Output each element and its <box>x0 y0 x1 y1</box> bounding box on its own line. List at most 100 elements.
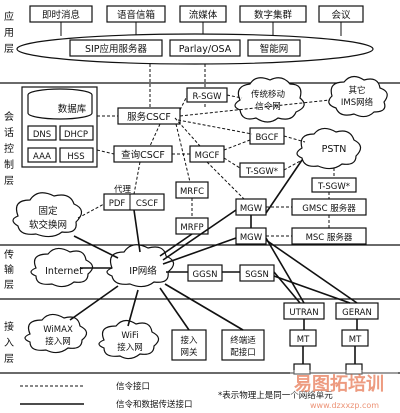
app-row: 即时消息 语音信箱 流媒体 数字集群 会议 <box>29 5 364 23</box>
fixed-softswitch-label-2: 软交换网 <box>29 219 67 231</box>
ip-network-label: IP网络 <box>129 265 157 277</box>
svg-text:控: 控 <box>4 142 14 155</box>
wifi-label-1: WiFi <box>121 331 138 341</box>
layer-label-access: 接 入 层 <box>4 320 14 365</box>
svg-text:话: 话 <box>4 127 14 139</box>
layer-label-session: 会 话 控 制 层 <box>4 110 14 187</box>
fixed-softswitch-cloud <box>12 192 83 238</box>
sip-app-server-box <box>69 39 163 57</box>
svg-text:DNS: DNS <box>33 130 51 140</box>
svg-text:接: 接 <box>4 320 14 333</box>
fixed-softswitch-label-1: 固定 <box>38 205 58 217</box>
mt-label-1: MT <box>297 335 310 345</box>
proxy-label: 代理 <box>114 184 132 195</box>
svg-text:传: 传 <box>4 249 14 261</box>
signaling-links <box>77 94 335 237</box>
internet-label: Internet <box>45 266 83 277</box>
pstn-label: PSTN <box>322 144 347 155</box>
watermark-logo: 易图拓培训 www.dzxxzp.com <box>290 370 398 410</box>
watermark-url: www.dzxxzp.com <box>310 401 379 410</box>
terminal-adapter-label-2: 配接口 <box>230 347 256 358</box>
svg-text:DHCP: DHCP <box>64 130 88 140</box>
layer-label-application: 应 用 层 <box>4 10 14 55</box>
mgcf-label: MGCF <box>195 151 220 161</box>
svg-text:层: 层 <box>4 43 14 55</box>
sip-app-server-label: SIP应用服务器 <box>85 43 148 55</box>
signaling-data-links <box>69 159 358 364</box>
layer-label-transport: 传 输 层 <box>4 249 14 291</box>
database-title: 数据库 <box>58 103 87 115</box>
hss-box <box>59 147 94 163</box>
svg-text:制: 制 <box>4 158 14 171</box>
svg-text:入: 入 <box>4 338 14 349</box>
legend-note: *表示物理上是同一个网络单元 <box>218 390 333 401</box>
sgsn-label: SGSN <box>245 270 269 280</box>
svg-text:AAA: AAA <box>33 152 51 162</box>
geran-label: GERAN <box>342 308 372 318</box>
msc-server-label: MSC 服务器 <box>306 232 353 243</box>
legend: 信令接口 信令和数据传送接口 *表示物理上是同一个网络单元 <box>20 381 333 410</box>
mgw-label-2: MGW <box>240 233 263 243</box>
dns-box <box>27 125 57 141</box>
watermark-brand: 易图拓培训 <box>294 373 384 395</box>
r-sgw-label: R-SGW <box>192 92 222 102</box>
ggsn-box <box>187 264 223 282</box>
mgw-label-1: MGW <box>240 204 263 214</box>
ggsn-label: GGSN <box>193 270 218 280</box>
parlay-osa-box <box>169 39 241 57</box>
mrfc-label: MRFC <box>180 187 204 197</box>
wimax-label-1: WiMAX <box>43 325 73 335</box>
legend-signaling-data-label: 信令和数据传送接口 <box>116 399 193 410</box>
svg-text:HSS: HSS <box>67 152 84 162</box>
svg-text:流媒体: 流媒体 <box>189 9 218 21</box>
bgcf-label: BGCF <box>255 133 278 143</box>
query-cscf-label: 查询CSCF <box>121 149 165 161</box>
internet-cloud <box>30 247 94 288</box>
database-group: 数据库 DNS DHCP AAA HSS <box>21 86 98 168</box>
t-sgw-box-2 <box>311 177 357 193</box>
legacy-mobile-label-2: 信令网 <box>255 101 281 112</box>
aaa-box <box>27 147 57 163</box>
proxy-cscf-label: CSCF <box>136 199 158 209</box>
serving-cscf-label: 服务CSCF <box>127 111 171 123</box>
parlay-osa-label: Parlay/OSA <box>179 44 232 55</box>
proxy-cscf-group: 代理 PDF CSCF <box>103 184 165 211</box>
svg-text:会议: 会议 <box>331 9 351 21</box>
database-cylinder-body <box>27 95 93 120</box>
legacy-mobile-label-1: 传统移动 <box>251 89 286 100</box>
svg-text:数字集群: 数字集群 <box>254 9 293 21</box>
intelligent-network-box <box>247 39 301 57</box>
terminal-icon <box>345 363 363 375</box>
legacy-mobile-signaling-cloud <box>234 77 305 123</box>
terminal-adapter-label-1: 终端适 <box>230 335 256 346</box>
gmsc-server-label: GMSC 服务器 <box>302 203 356 214</box>
access-gateway-label-2: 网关 <box>180 347 198 358</box>
utran-label: UTRAN <box>289 308 318 318</box>
wimax-access-cloud <box>24 313 88 354</box>
other-ims-label-2: IMS网络 <box>341 97 374 108</box>
svg-text:应: 应 <box>4 10 14 23</box>
intelligent-network-label: 智能网 <box>260 43 289 55</box>
wifi-label-2: 接入网 <box>117 342 143 353</box>
other-ims-label-1: 其它 <box>348 85 365 96</box>
svg-text:层: 层 <box>4 279 14 291</box>
svg-text:层: 层 <box>4 175 14 187</box>
wimax-label-2: 接入网 <box>45 336 71 347</box>
access-gateway-label-1: 接入 <box>180 335 198 346</box>
pdf-label: PDF <box>109 199 126 209</box>
t-sgw-label-2: T-SGW* <box>317 182 350 192</box>
svg-text:层: 层 <box>4 353 14 365</box>
legend-signaling-label: 信令接口 <box>116 381 150 392</box>
svg-text:即时消息: 即时消息 <box>42 9 80 21</box>
pstn-cloud <box>296 127 362 170</box>
svg-text:用: 用 <box>4 28 14 39</box>
t-sgw-label-1: T-SGW* <box>245 167 278 177</box>
other-ims-network-cloud <box>328 75 388 118</box>
terminal-icon <box>293 363 311 375</box>
mt-label-2: MT <box>349 335 362 345</box>
dhcp-box <box>59 125 94 141</box>
svg-text:输: 输 <box>4 263 14 276</box>
wifi-access-cloud <box>98 319 160 360</box>
mrfp-label: MRFP <box>180 223 203 233</box>
